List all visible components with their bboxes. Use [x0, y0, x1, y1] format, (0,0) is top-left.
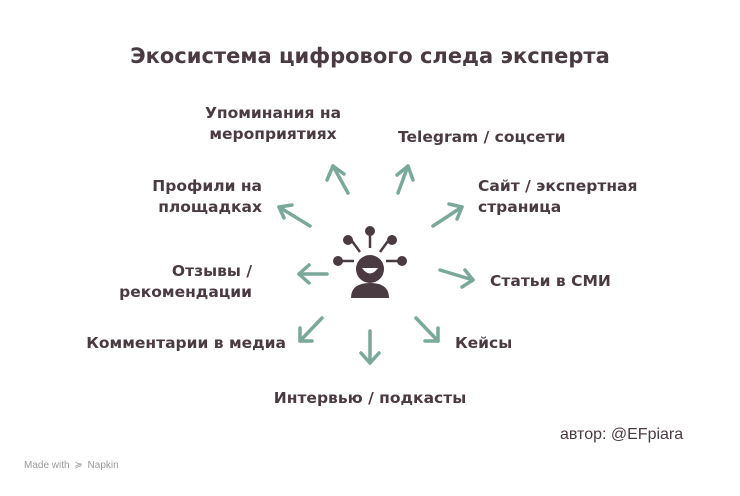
bolt-icon: ≽ [74, 460, 83, 471]
label-comments: Комментарии в медиа [40, 333, 286, 354]
arrow-website [431, 202, 464, 228]
label-interviews: Интервью / подкасты [250, 388, 490, 409]
label-articles-line1: Статьи в СМИ [490, 272, 611, 290]
label-telegram: Telegram / соцсети [398, 127, 566, 148]
label-website-line1: Сайт / экспертная [478, 177, 638, 195]
napkin-brand: Napkin [87, 460, 119, 471]
label-mentions: Упоминания на мероприятиях [188, 103, 358, 145]
label-reviews: Отзывы / рекомендации [62, 261, 252, 303]
label-telegram-line1: Telegram / соцсети [398, 128, 566, 146]
label-reviews-line2: рекомендации [119, 283, 252, 301]
label-reviews-line1: Отзывы / [171, 262, 252, 280]
label-profiles-line2: площадках [158, 198, 262, 216]
arrow-cases [414, 316, 440, 343]
label-profiles: Профили на площадках [102, 176, 262, 218]
label-profiles-line1: Профили на [152, 177, 262, 195]
made-with-footer: Made with ≽ Napkin [24, 460, 119, 471]
author-credit: автор: @EFpiara [560, 426, 684, 443]
arrow-profiles [277, 203, 312, 228]
label-cases: Кейсы [455, 333, 512, 354]
label-interviews-line1: Интервью / подкасты [273, 389, 467, 407]
label-mentions-line2: мероприятиях [209, 125, 337, 143]
label-website-line2: страница [478, 198, 562, 216]
label-articles: Статьи в СМИ [490, 271, 611, 292]
expert-network-person-icon [333, 226, 407, 298]
label-mentions-line1: Упоминания на [204, 104, 342, 122]
arrow-reviews [297, 263, 329, 285]
label-comments-line1: Комментарии в медиа [86, 334, 286, 352]
arrow-mentions [325, 164, 350, 195]
arrow-articles [438, 268, 475, 289]
made-with-text: Made with [24, 460, 70, 471]
diagram-title: Экосистема цифрового следа эксперта [130, 44, 610, 68]
label-website: Сайт / экспертная страница [478, 176, 637, 218]
arrow-interviews [359, 329, 381, 365]
arrow-telegram [395, 164, 415, 195]
arrow-comments [298, 316, 324, 343]
label-cases-line1: Кейсы [455, 334, 513, 352]
